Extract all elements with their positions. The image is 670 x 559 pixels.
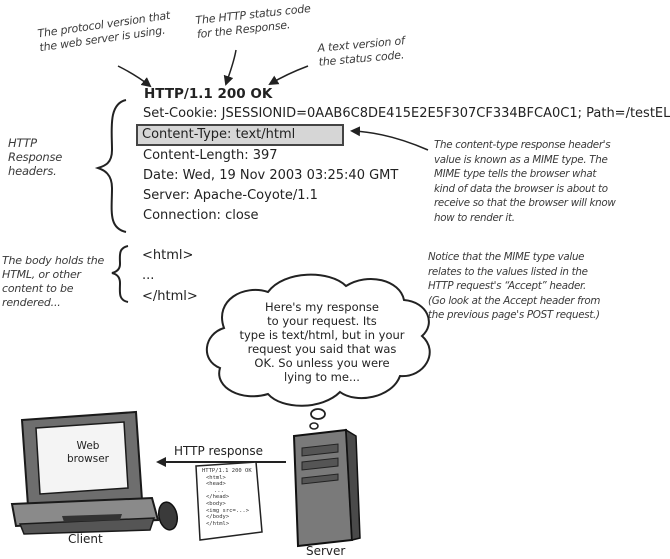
doc-line-5: </head> xyxy=(206,494,230,501)
speech-bubble xyxy=(205,273,431,407)
header-date: Date: Wed, 19 Nov 2003 03:25:40 GMT xyxy=(143,168,399,183)
accept-annotation: Notice that the MIME type value relates … xyxy=(428,250,600,323)
bubble-line-3: type is text/html, but in your xyxy=(239,328,405,342)
accept-line-4: (Go look at the Accept header from xyxy=(428,294,601,307)
body-annotation: The body holds the HTML, or other conten… xyxy=(2,254,104,310)
mime-line-4: kind of data the browser is about to xyxy=(434,182,608,195)
header-set-cookie: Set-Cookie: JSESSIONID=0AAB6C8DE415E2E5F… xyxy=(143,106,670,121)
body-line-4: rendered... xyxy=(2,296,61,309)
protocol-arrow xyxy=(117,65,152,88)
client-computer xyxy=(10,410,179,535)
accept-line-1: Notice that the MIME type value xyxy=(428,251,585,263)
bubble-line-2: to your request. Its xyxy=(267,314,377,328)
bubble-line-5: OK. So unless you were xyxy=(254,356,390,370)
http-response-label: HTTP response xyxy=(174,444,264,458)
doc-line-3: <head> xyxy=(206,481,226,488)
bubble-line-4: request you said that was xyxy=(247,342,397,356)
status-text-arrow xyxy=(268,65,309,86)
accept-line-2: relates to the values listed in the xyxy=(428,265,588,278)
header-content-type: Content-Type: text/html xyxy=(136,124,344,146)
response-document-text: HTTP/1.1 200 OK <html> <head> ... </head… xyxy=(202,468,252,527)
bubble-dot-large xyxy=(310,408,326,420)
monitor-line-2: browser xyxy=(66,453,109,465)
server-label: Server xyxy=(306,544,346,558)
doc-line-4: ... xyxy=(214,487,224,494)
doc-line-7: <img src=...> xyxy=(206,507,250,514)
response-document xyxy=(195,461,263,541)
status-code-arrow xyxy=(223,49,237,86)
header-server: Server: Apache-Coyote/1.1 xyxy=(143,188,318,203)
diagram-drawing xyxy=(10,49,431,548)
body-open-tag: <html> xyxy=(142,248,194,263)
mime-annotation: The content-type response header's value… xyxy=(434,138,616,226)
bubble-line-6: lying to me... xyxy=(284,370,360,384)
doc-line-1: HTTP/1.1 200 OK xyxy=(202,468,252,474)
headers-line-1: HTTP xyxy=(8,136,37,150)
mime-line-3: MIME type tells the browser what xyxy=(434,168,597,181)
header-connection: Connection: close xyxy=(143,208,259,223)
status-line: HTTP/1.1 200 OK xyxy=(144,86,273,102)
header-content-length: Content-Length: 397 xyxy=(143,148,278,163)
mime-arrow xyxy=(350,126,429,151)
body-line-3: content to be xyxy=(2,282,74,295)
accept-line-3: HTTP request's “Accept” header. xyxy=(428,280,586,293)
monitor-line-1: Web xyxy=(76,440,100,452)
body-line-1: The body holds the xyxy=(2,254,105,267)
bubble-dot-small xyxy=(309,422,319,430)
doc-line-2: <html> xyxy=(206,474,226,481)
bubble-text: Here's my response to your request. Its … xyxy=(224,300,420,384)
body-close-tag: </html> xyxy=(142,289,198,304)
client-label: Client xyxy=(68,532,103,546)
doc-line-8: </body> xyxy=(206,514,230,521)
body-ellipsis: ... xyxy=(142,268,155,283)
headers-annotation: HTTP Response headers. xyxy=(8,136,62,178)
doc-line-6: <body> xyxy=(206,500,226,507)
mime-line-2: value is known as a MIME type. The xyxy=(434,153,608,166)
monitor-screen-text: Web browser xyxy=(64,440,112,466)
mime-line-5: receive so that the browser will know xyxy=(434,197,616,210)
mime-line-6: how to render it. xyxy=(434,211,515,224)
headers-line-3: headers. xyxy=(8,164,57,178)
bubble-line-1: Here's my response xyxy=(265,300,379,314)
accept-line-5: the previous page's POST request.) xyxy=(428,309,600,322)
headers-brace xyxy=(94,99,127,233)
headers-line-2: Response xyxy=(8,150,63,164)
mime-line-1: The content-type response header's xyxy=(434,139,611,151)
server-tower xyxy=(292,428,361,548)
body-brace xyxy=(111,245,129,303)
doc-line-9: </html> xyxy=(206,520,230,527)
body-line-2: HTML, or other xyxy=(2,268,81,281)
